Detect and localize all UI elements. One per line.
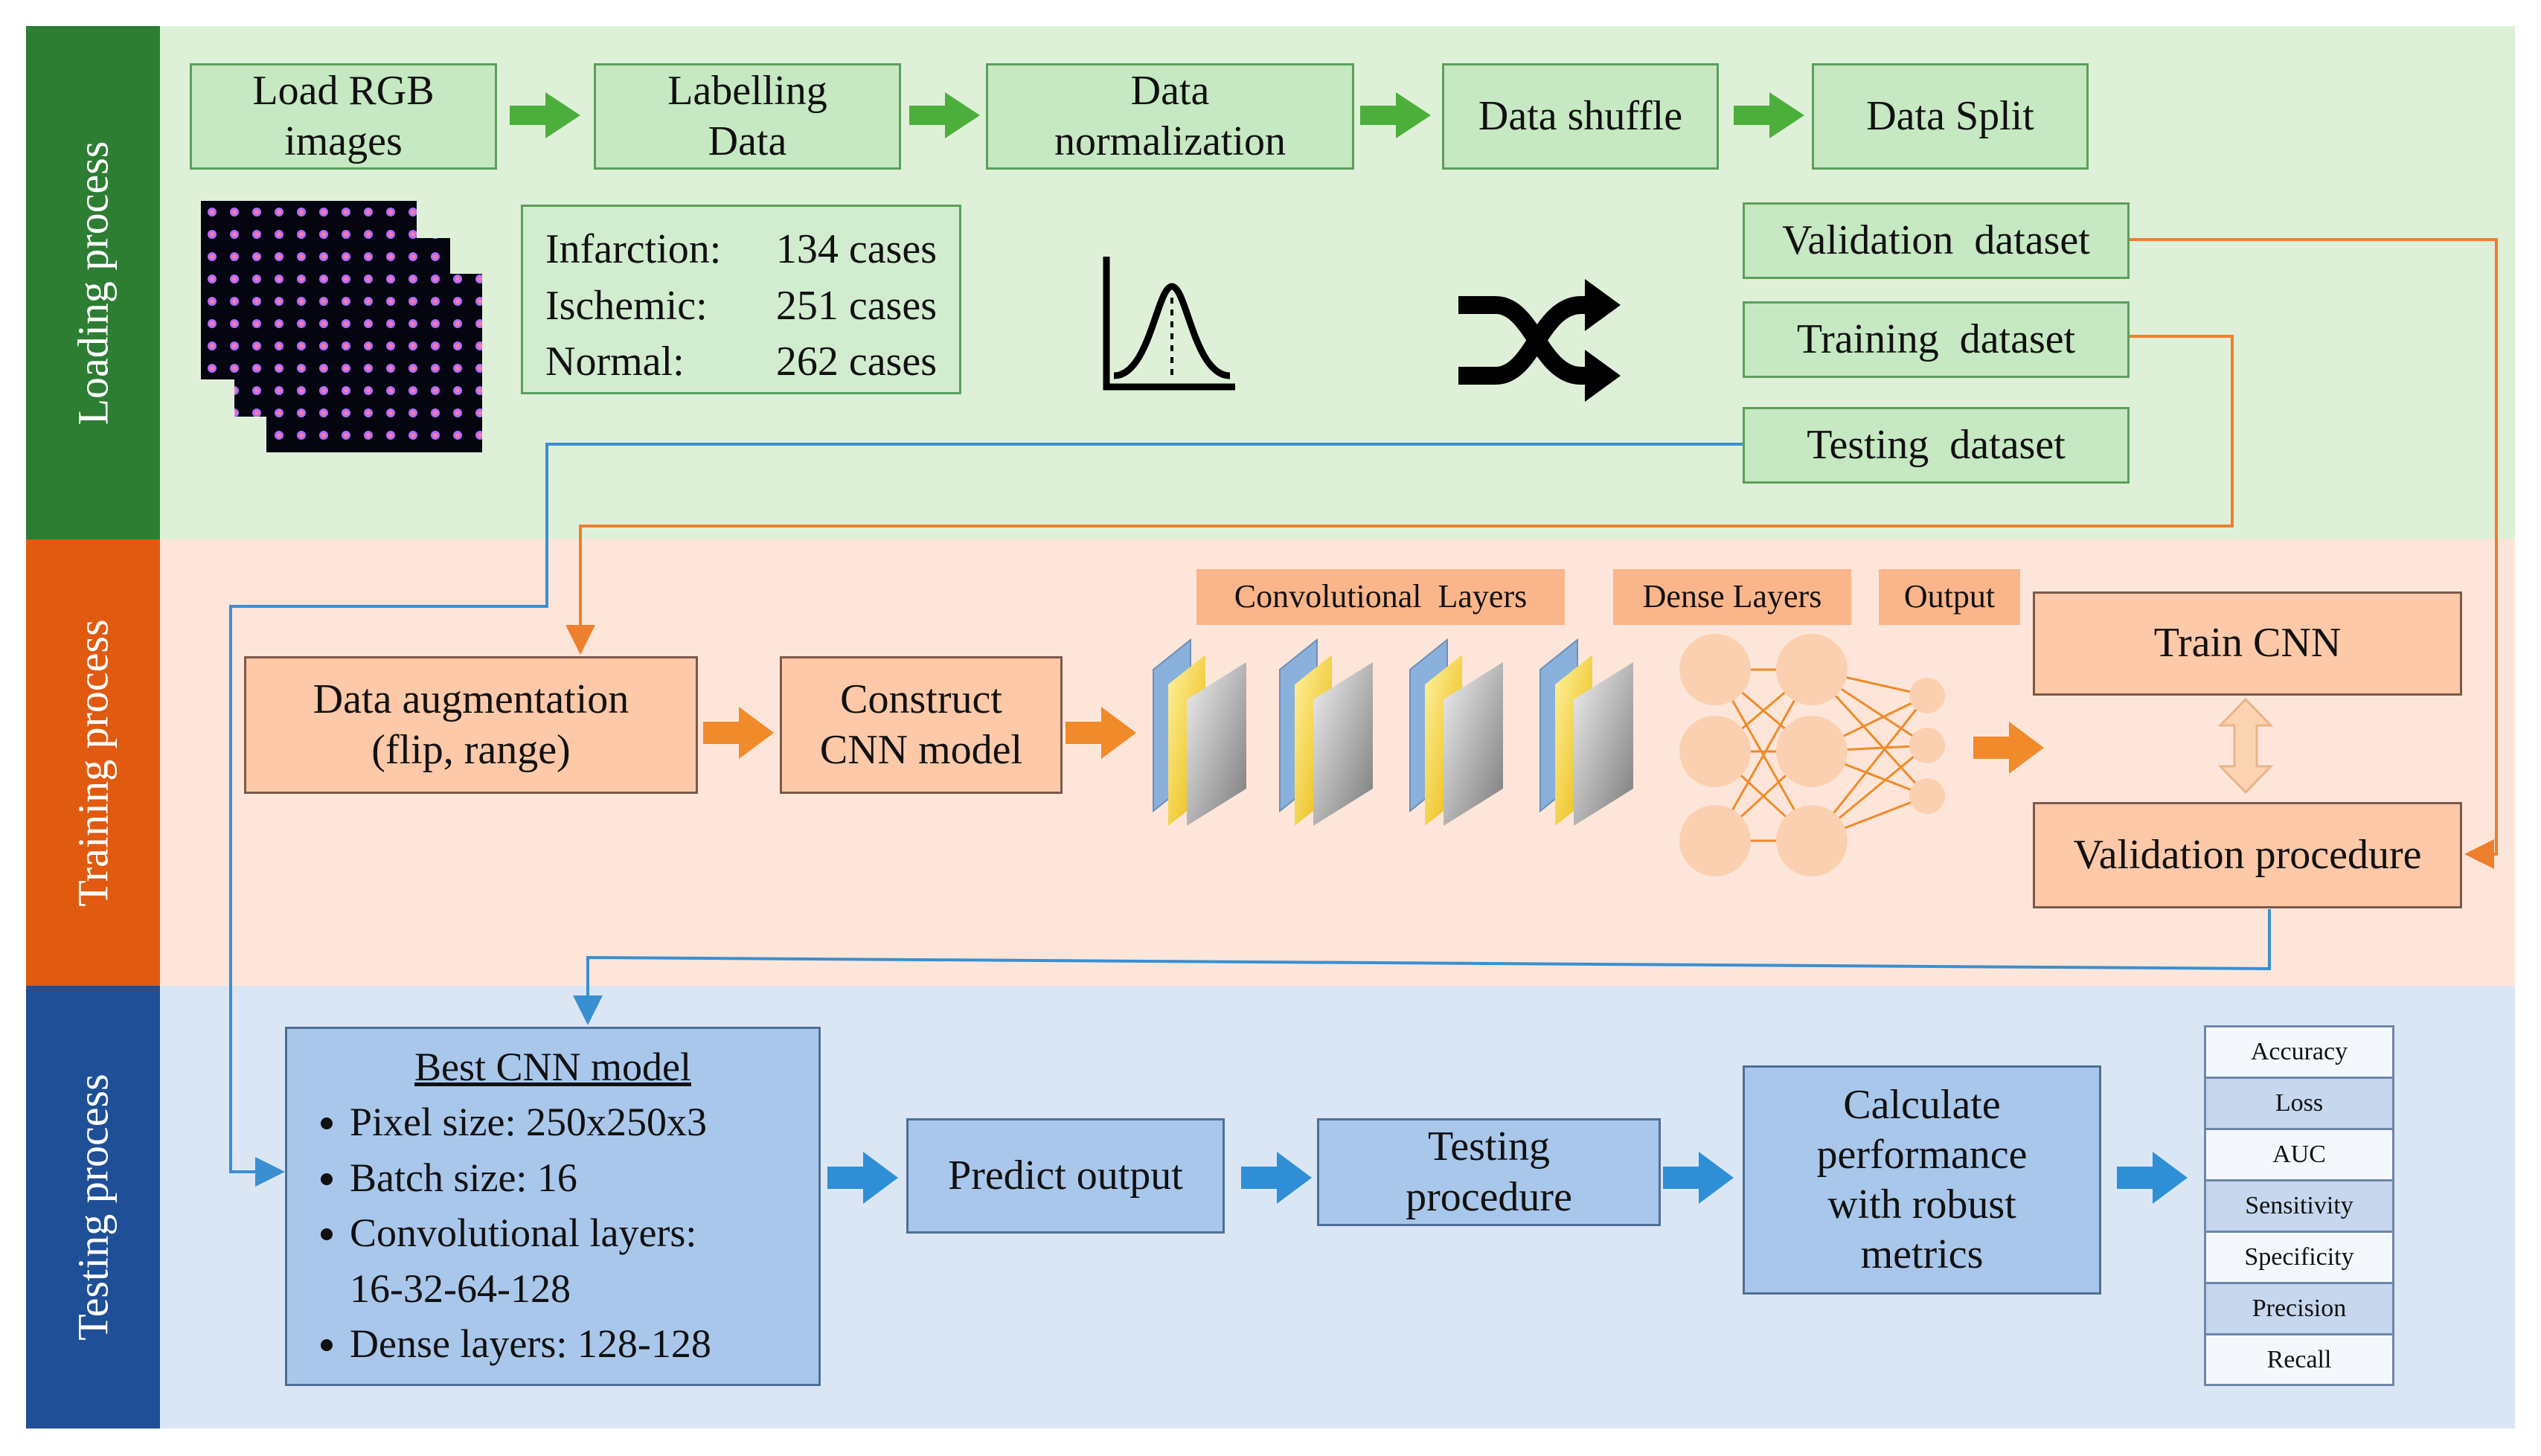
metric-auc: AUC [2206,1130,2392,1181]
best-cnn-model-title: Best CNN model [414,1045,691,1089]
data-normalization-box: Data normalization [986,63,1354,170]
dense-layers-label: Dense Layers [1613,569,1851,625]
best-cnn-model-list: Pixel size: 250x250x3 Batch size: 16 Con… [305,1094,801,1372]
data-augmentation-box: Data augmentation (flip, range) [244,656,698,794]
testing-link-line [229,443,1743,1187]
class-label: Normal: [545,339,685,385]
validation-dataset-box: Validation dataset [1743,202,2130,279]
best-model-bullet: Dense layers: 128-128 [350,1316,801,1372]
calculate-performance-box: Calculate performance with robust metric… [1743,1065,2101,1295]
orange-arrow-2 [1066,707,1136,759]
best-model-bullet: Convolutional layers: 16-32-64-128 [350,1205,801,1316]
green-arrow-2 [909,92,980,138]
conv-layer-1 [1153,638,1246,826]
class-count-row: Normal: 262 cases [545,334,937,391]
data-shuffle-box: Data shuffle [1442,63,1719,170]
shuffle-icon [1458,279,1621,402]
class-value: 251 cases [775,282,937,329]
class-count-row: Ischemic: 251 cases [545,278,937,335]
data-split-box: Data Split [1812,63,2089,170]
orange-arrow-3 [1973,722,2044,774]
green-arrow-3 [1360,92,1431,138]
train-cnn-box: Train CNN [2033,591,2462,696]
construct-cnn-model-box: Construct CNN model [780,656,1063,794]
conv-layers-icon [1153,638,1633,826]
metrics-list: Accuracy Loss AUC Sensitivity Specificit… [2204,1025,2394,1386]
labelling-data-box: Labelling Data [594,63,901,170]
class-counts-box: Infarction: 134 cases Ischemic: 251 case… [521,205,961,394]
output-label: Output [1879,569,2020,625]
class-label: Ischemic: [545,282,708,329]
validation-procedure-box: Validation procedure [2033,802,2462,908]
best-model-bullet: Batch size: 16 [350,1150,801,1206]
blue-arrow-3 [1663,1152,1734,1204]
best-model-bullet: Pixel size: 250x250x3 [350,1094,801,1150]
orange-arrow-1 [703,707,774,759]
training-sidebar: Training process [26,539,160,986]
conv-layer-3 [1409,638,1503,826]
testing-procedure-box: Testing procedure [1317,1118,1661,1226]
metric-sensitivity: Sensitivity [2206,1181,2392,1233]
train-validation-double-arrow [2217,697,2274,795]
validation-link-line [2130,238,2498,869]
testing-sidebar: Testing process [26,986,160,1428]
blue-arrow-1 [827,1152,898,1204]
normal-distribution-icon [1103,257,1235,391]
convolutional-layers-label: Convolutional Layers [1196,569,1565,625]
training-dataset-box: Training dataset [1743,301,2130,378]
class-count-row: Infarction: 134 cases [545,222,937,278]
metric-recall: Recall [2206,1335,2392,1384]
metric-loss: Loss [2206,1079,2392,1130]
blue-arrow-4 [2117,1152,2188,1204]
conv-layer-2 [1279,638,1373,826]
class-value: 134 cases [775,226,937,272]
predict-output-box: Predict output [906,1118,1225,1234]
dense-network-icon [1679,634,1945,876]
conv-layer-4 [1539,638,1633,826]
best-cnn-model-box: Best CNN model Pixel size: 250x250x3 Bat… [285,1027,821,1386]
metric-specificity: Specificity [2206,1233,2392,1284]
metric-precision: Precision [2206,1284,2392,1335]
validation-to-best-line [573,909,2271,1025]
metric-accuracy: Accuracy [2206,1027,2392,1079]
testing-dataset-box: Testing dataset [1743,407,2130,484]
class-label: Infarction: [545,226,722,272]
load-rgb-images-box: Load RGB images [190,63,497,170]
loading-sidebar: Loading process [26,26,160,539]
class-value: 262 cases [775,339,937,385]
green-arrow-1 [510,92,580,138]
green-arrow-4 [1734,92,1804,138]
rgb-images-stack-icon [201,201,482,452]
blue-arrow-2 [1241,1152,1312,1204]
training-link-line [565,335,2234,655]
